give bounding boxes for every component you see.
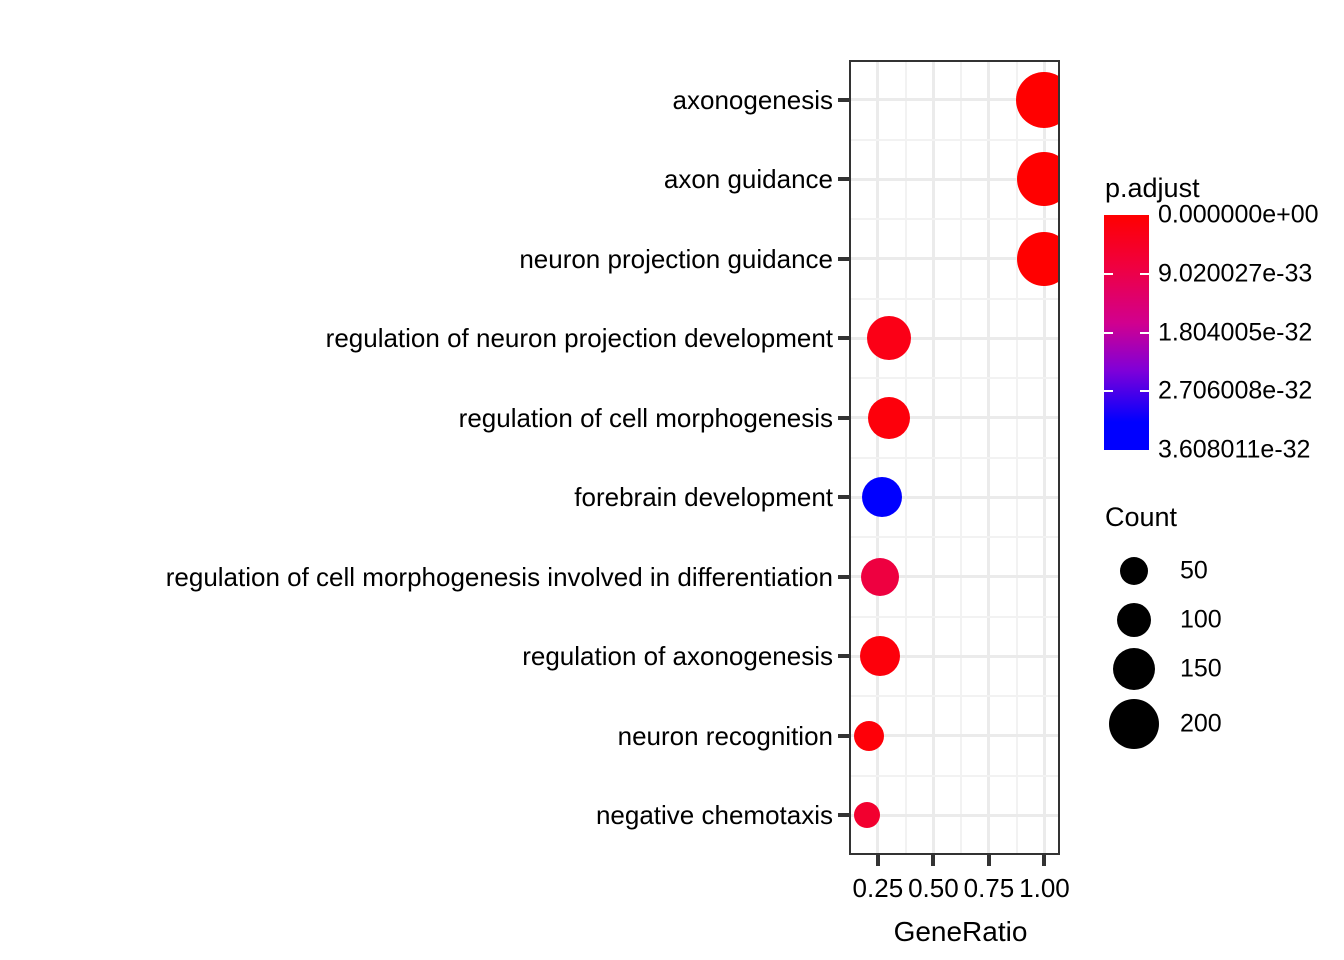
y-axis-label: regulation of axonogenesis	[522, 641, 833, 672]
size-legend-dot	[1113, 648, 1155, 690]
y-axis-tick	[838, 336, 849, 341]
gridline-minor-horizontal	[849, 138, 1060, 141]
y-axis-tick	[838, 574, 849, 579]
size-legend-dot	[1120, 557, 1148, 585]
x-axis-tick-label: 0.25	[852, 873, 904, 903]
color-legend-label: 3.608011e-32	[1158, 435, 1311, 464]
color-legend-tick	[1104, 390, 1113, 393]
data-point[interactable]	[861, 557, 900, 596]
data-point[interactable]	[853, 802, 880, 829]
x-axis-tick-label: 0.75	[963, 873, 1015, 903]
gridline-minor-horizontal	[849, 297, 1060, 300]
size-legend-label: 100	[1180, 605, 1222, 634]
gridline-major-horizontal	[849, 336, 1060, 340]
gridline-major-horizontal	[849, 495, 1060, 499]
gridline-minor-horizontal	[849, 615, 1060, 618]
color-legend-label: 1.804005e-32	[1158, 318, 1313, 346]
size-legend-label: 50	[1180, 556, 1208, 585]
data-point[interactable]	[853, 720, 884, 751]
x-axis-tick	[931, 855, 936, 866]
y-axis-tick	[838, 256, 849, 261]
gridline-minor-horizontal	[849, 377, 1060, 379]
y-axis-label: regulation of cell morphogenesis involve…	[165, 561, 833, 592]
gridline-major-horizontal	[849, 734, 1060, 738]
gridline-minor-horizontal	[849, 218, 1060, 220]
color-legend-tick	[1140, 331, 1149, 334]
y-axis-label: regulation of neuron projection developm…	[325, 323, 833, 354]
y-axis-tick	[838, 813, 849, 818]
data-point[interactable]	[862, 477, 903, 518]
size-legend-title: Count	[1105, 502, 1178, 532]
gridline-major-horizontal	[849, 575, 1060, 579]
size-legend-dot	[1117, 603, 1151, 637]
data-point[interactable]	[860, 636, 901, 677]
color-legend-tick	[1140, 390, 1149, 393]
gridline-minor-horizontal	[849, 456, 1060, 459]
color-legend-tick	[1104, 272, 1113, 275]
data-point[interactable]	[1017, 231, 1060, 286]
x-axis-tick	[986, 855, 991, 866]
x-axis-tick-label: 0.50	[908, 873, 959, 903]
y-axis-label: neuron recognition	[617, 720, 833, 751]
gridline-major-horizontal	[849, 177, 1060, 181]
gridline-minor-horizontal	[849, 695, 1060, 697]
gridline-major-horizontal	[849, 98, 1060, 102]
color-legend-label: 9.020027e-33	[1158, 259, 1313, 288]
y-axis-tick	[838, 97, 849, 102]
y-axis-label: neuron projection guidance	[519, 243, 833, 274]
y-axis-label: forebrain development	[574, 482, 833, 513]
color-legend-tick	[1140, 272, 1149, 275]
data-point[interactable]	[866, 316, 911, 361]
data-point[interactable]	[867, 396, 910, 439]
x-axis-tick	[875, 855, 880, 866]
gridline-major-horizontal	[849, 654, 1060, 658]
y-axis-tick	[838, 495, 849, 500]
plot-panel	[849, 60, 1060, 855]
gridline-major-horizontal	[849, 416, 1060, 420]
y-axis-tick	[838, 177, 849, 182]
color-legend-label: 2.706008e-32	[1158, 376, 1313, 405]
y-axis-tick	[838, 733, 849, 738]
gridline-major-horizontal	[849, 813, 1060, 817]
color-legend-title: p.adjust	[1105, 173, 1200, 203]
data-point[interactable]	[1017, 152, 1060, 207]
gridline-major-horizontal	[849, 257, 1060, 261]
y-axis-label: regulation of cell morphogenesis	[458, 402, 833, 433]
x-axis-tick-label: 1.00	[1019, 873, 1070, 903]
y-axis-tick	[838, 415, 849, 420]
y-axis-label: axonogenesis	[672, 84, 833, 115]
y-axis-tick	[838, 654, 849, 659]
size-legend-dot	[1109, 699, 1159, 749]
size-legend-label: 150	[1180, 654, 1222, 683]
gridline-minor-horizontal	[849, 536, 1060, 538]
color-legend-label: 0.000000e+00	[1158, 200, 1319, 229]
x-axis-tick	[1042, 855, 1047, 866]
y-axis-label: negative chemotaxis	[595, 800, 833, 831]
size-legend-label: 200	[1180, 709, 1222, 738]
x-axis-title: GeneRatio	[893, 916, 1028, 947]
data-point[interactable]	[1016, 71, 1060, 128]
gridline-minor-horizontal	[849, 774, 1060, 777]
y-axis-label: axon guidance	[663, 164, 833, 195]
color-legend-tick	[1104, 331, 1113, 334]
